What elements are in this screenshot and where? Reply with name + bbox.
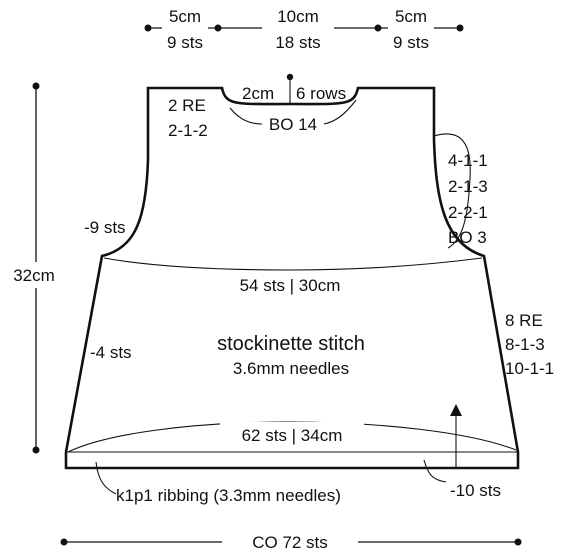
height-measure-dot-bottom: [32, 446, 40, 454]
stitch-pattern-label: stockinette stitch: [217, 333, 365, 355]
armhole-step-2: 2-1-3: [448, 177, 488, 196]
side-right-step-2: 8-1-3: [505, 335, 545, 354]
left-shoulder-sts: 9 sts: [167, 33, 203, 52]
hem-width-label: 62 sts | 34cm: [242, 426, 343, 445]
height-measure-dot-top: [32, 82, 40, 90]
bind-off-leader-right: [323, 99, 357, 125]
height-measure: 32cm: [2, 82, 66, 454]
bind-off-leader-left: [229, 107, 263, 125]
neck-rows: 6 rows: [296, 84, 346, 103]
left-shoulder-cm: 5cm: [169, 7, 201, 26]
side-right-step-3: 10-1-1: [505, 359, 554, 378]
garment-outline: [64, 86, 520, 470]
right-shoulder-sts: 9 sts: [393, 33, 429, 52]
neck-width-cm: 10cm: [277, 7, 319, 26]
side-left-decrease: -4 sts: [90, 343, 132, 362]
armhole-step-1: 4-1-1: [448, 151, 488, 170]
neck-left-sequence: 2-1-2: [168, 121, 208, 140]
ribbing-decrease-label: -10 sts: [450, 481, 501, 500]
ribbing-leader: [95, 461, 117, 495]
right-shoulder-cm: 5cm: [395, 7, 427, 26]
armhole-step-4: BO 3: [448, 228, 487, 247]
top-measure-dot-mid-left: [214, 24, 222, 32]
chest-width-arc: [103, 257, 483, 271]
armhole-step-3: 2-2-1: [448, 203, 488, 222]
neck-depth-cm: 2cm: [242, 84, 274, 103]
armhole-left-decrease: -9 sts: [84, 218, 126, 237]
armhole-bracket: [433, 133, 471, 249]
cast-on-label: CO 72 sts: [252, 533, 328, 552]
neck-width-sts: 18 sts: [275, 33, 320, 52]
top-measure-dot-mid-right: [374, 24, 382, 32]
cast-on-dot-left: [60, 538, 68, 546]
direction-arrow-head: [450, 404, 462, 416]
top-measure-dot-right: [456, 24, 464, 32]
top-width-measure: 5cm 9 sts 10cm 18 sts 5cm 9 sts: [144, 6, 464, 52]
ribbing-decrease-leader: [423, 459, 447, 483]
chest-width-label: 54 sts | 30cm: [240, 276, 341, 295]
top-measure-dot-left: [144, 24, 152, 32]
cast-on-measure: CO 72 sts: [60, 528, 522, 554]
cast-on-dot-right: [514, 538, 522, 546]
side-right-step-1: 8 RE: [505, 311, 543, 330]
neck-bind-off: BO 14: [269, 115, 317, 134]
neck-center-dot: [286, 73, 294, 81]
height-label: 32cm: [13, 266, 55, 285]
needle-size-label: 3.6mm needles: [233, 359, 349, 378]
ribbing-label: k1p1 ribbing (3.3mm needles): [116, 486, 341, 505]
neck-left-repeat: 2 RE: [168, 96, 206, 115]
